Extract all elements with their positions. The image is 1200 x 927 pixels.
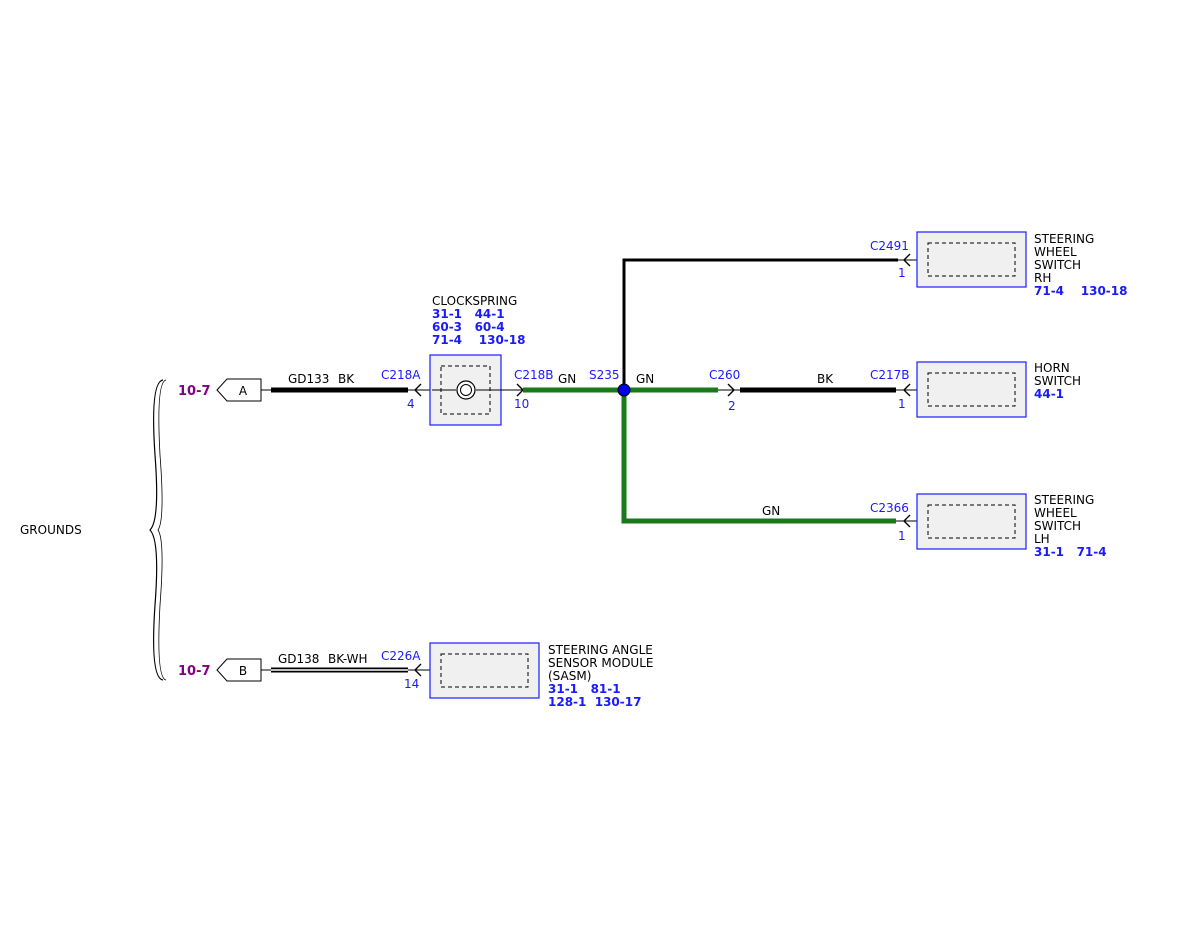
sasm-name-3: (SASM) [548, 669, 591, 683]
sws-rh-name-1: STEERING [1034, 232, 1094, 246]
sws-lh-name-1: STEERING [1034, 493, 1094, 507]
splice-id: S235 [589, 368, 620, 382]
offpage-connector-a[interactable]: A [216, 378, 262, 402]
wire-gd133-color: BK [338, 372, 355, 386]
clockspring-ref-3[interactable]: 71-4 130-18 [432, 333, 525, 347]
sasm-pin: 14 [404, 677, 419, 691]
wire-gd133-circuit: GD133 [288, 372, 329, 386]
clockspring-ref-2[interactable]: 60-3 60-4 [432, 320, 505, 334]
sws-lh-pin: 1 [898, 529, 906, 543]
inline-connector-arrow [718, 383, 740, 397]
horn-box[interactable] [916, 361, 1027, 418]
wire-gd138-circuit: GD138 [278, 652, 319, 666]
sws-lh-name-3: SWITCH [1034, 519, 1081, 533]
wire-gn-label-b: GN [636, 372, 654, 386]
sws-rh-refs[interactable]: 71-4 130-18 [1034, 284, 1127, 298]
clockspring-coil-icon [456, 380, 476, 400]
sws-rh-name-3: SWITCH [1034, 258, 1081, 272]
wire-gn-label-c: GN [762, 504, 780, 518]
horn-name-2: SWITCH [1034, 374, 1081, 388]
sasm-box[interactable] [429, 642, 540, 699]
sasm-connector[interactable]: C226A [381, 649, 421, 663]
clockspring-connector-in[interactable]: C218A [381, 368, 421, 382]
offpage-letter-a: A [239, 384, 248, 398]
sasm-ref-2[interactable]: 128-1 130-17 [548, 695, 641, 709]
sasm-name-2: SENSOR MODULE [548, 656, 653, 670]
sasm-name-1: STEERING ANGLE [548, 643, 653, 657]
sws-lh-connector[interactable]: C2366 [870, 501, 909, 515]
sws-lh-refs[interactable]: 31-1 71-4 [1034, 545, 1107, 559]
wire-gn-to-sws-lh[interactable] [621, 392, 896, 524]
clockspring-pin-out: 10 [514, 397, 529, 411]
sws-rh-pin: 1 [898, 266, 906, 280]
page-ref-b[interactable]: 10-7 [178, 664, 211, 679]
wire-bk-to-sws-rh[interactable] [622, 258, 898, 390]
pin-arrow-c218b [499, 383, 524, 397]
horn-pin: 1 [898, 397, 906, 411]
sws-lh-name-2: WHEEL [1034, 506, 1077, 520]
grounds-brace [149, 379, 167, 681]
splice-dot[interactable] [617, 383, 631, 397]
page-ref-a[interactable]: 10-7 [178, 384, 211, 399]
clockspring-pin-in: 4 [407, 397, 415, 411]
pin-arrow-c218a [408, 383, 432, 397]
horn-name-1: HORN [1034, 361, 1070, 375]
sasm-ref-1[interactable]: 31-1 81-1 [548, 682, 621, 696]
sws-lh-name-4: LH [1034, 532, 1050, 546]
sws-lh-box[interactable] [916, 493, 1027, 550]
wire-gd138-color: BK-WH [328, 652, 368, 666]
inline-pin: 2 [728, 399, 736, 413]
wire-gn-label-a: GN [558, 372, 576, 386]
grounds-label: GROUNDS [20, 523, 82, 537]
wire-bk-horn-label: BK [817, 372, 834, 386]
horn-connector[interactable]: C217B [870, 368, 910, 382]
sws-rh-connector[interactable]: C2491 [870, 239, 909, 253]
sws-rh-box[interactable] [916, 231, 1027, 288]
offpage-connector-b[interactable]: B [216, 658, 262, 682]
inline-connector[interactable]: C260 [709, 368, 740, 382]
clockspring-ref-1[interactable]: 31-1 44-1 [432, 307, 505, 321]
sws-rh-name-2: WHEEL [1034, 245, 1077, 259]
clockspring-name: CLOCKSPRING [432, 294, 517, 308]
clockspring-box[interactable] [429, 354, 502, 426]
offpage-letter-b: B [239, 664, 247, 678]
horn-refs[interactable]: 44-1 [1034, 387, 1064, 401]
clockspring-connector-out[interactable]: C218B [514, 368, 554, 382]
sws-rh-name-4: RH [1034, 271, 1051, 285]
